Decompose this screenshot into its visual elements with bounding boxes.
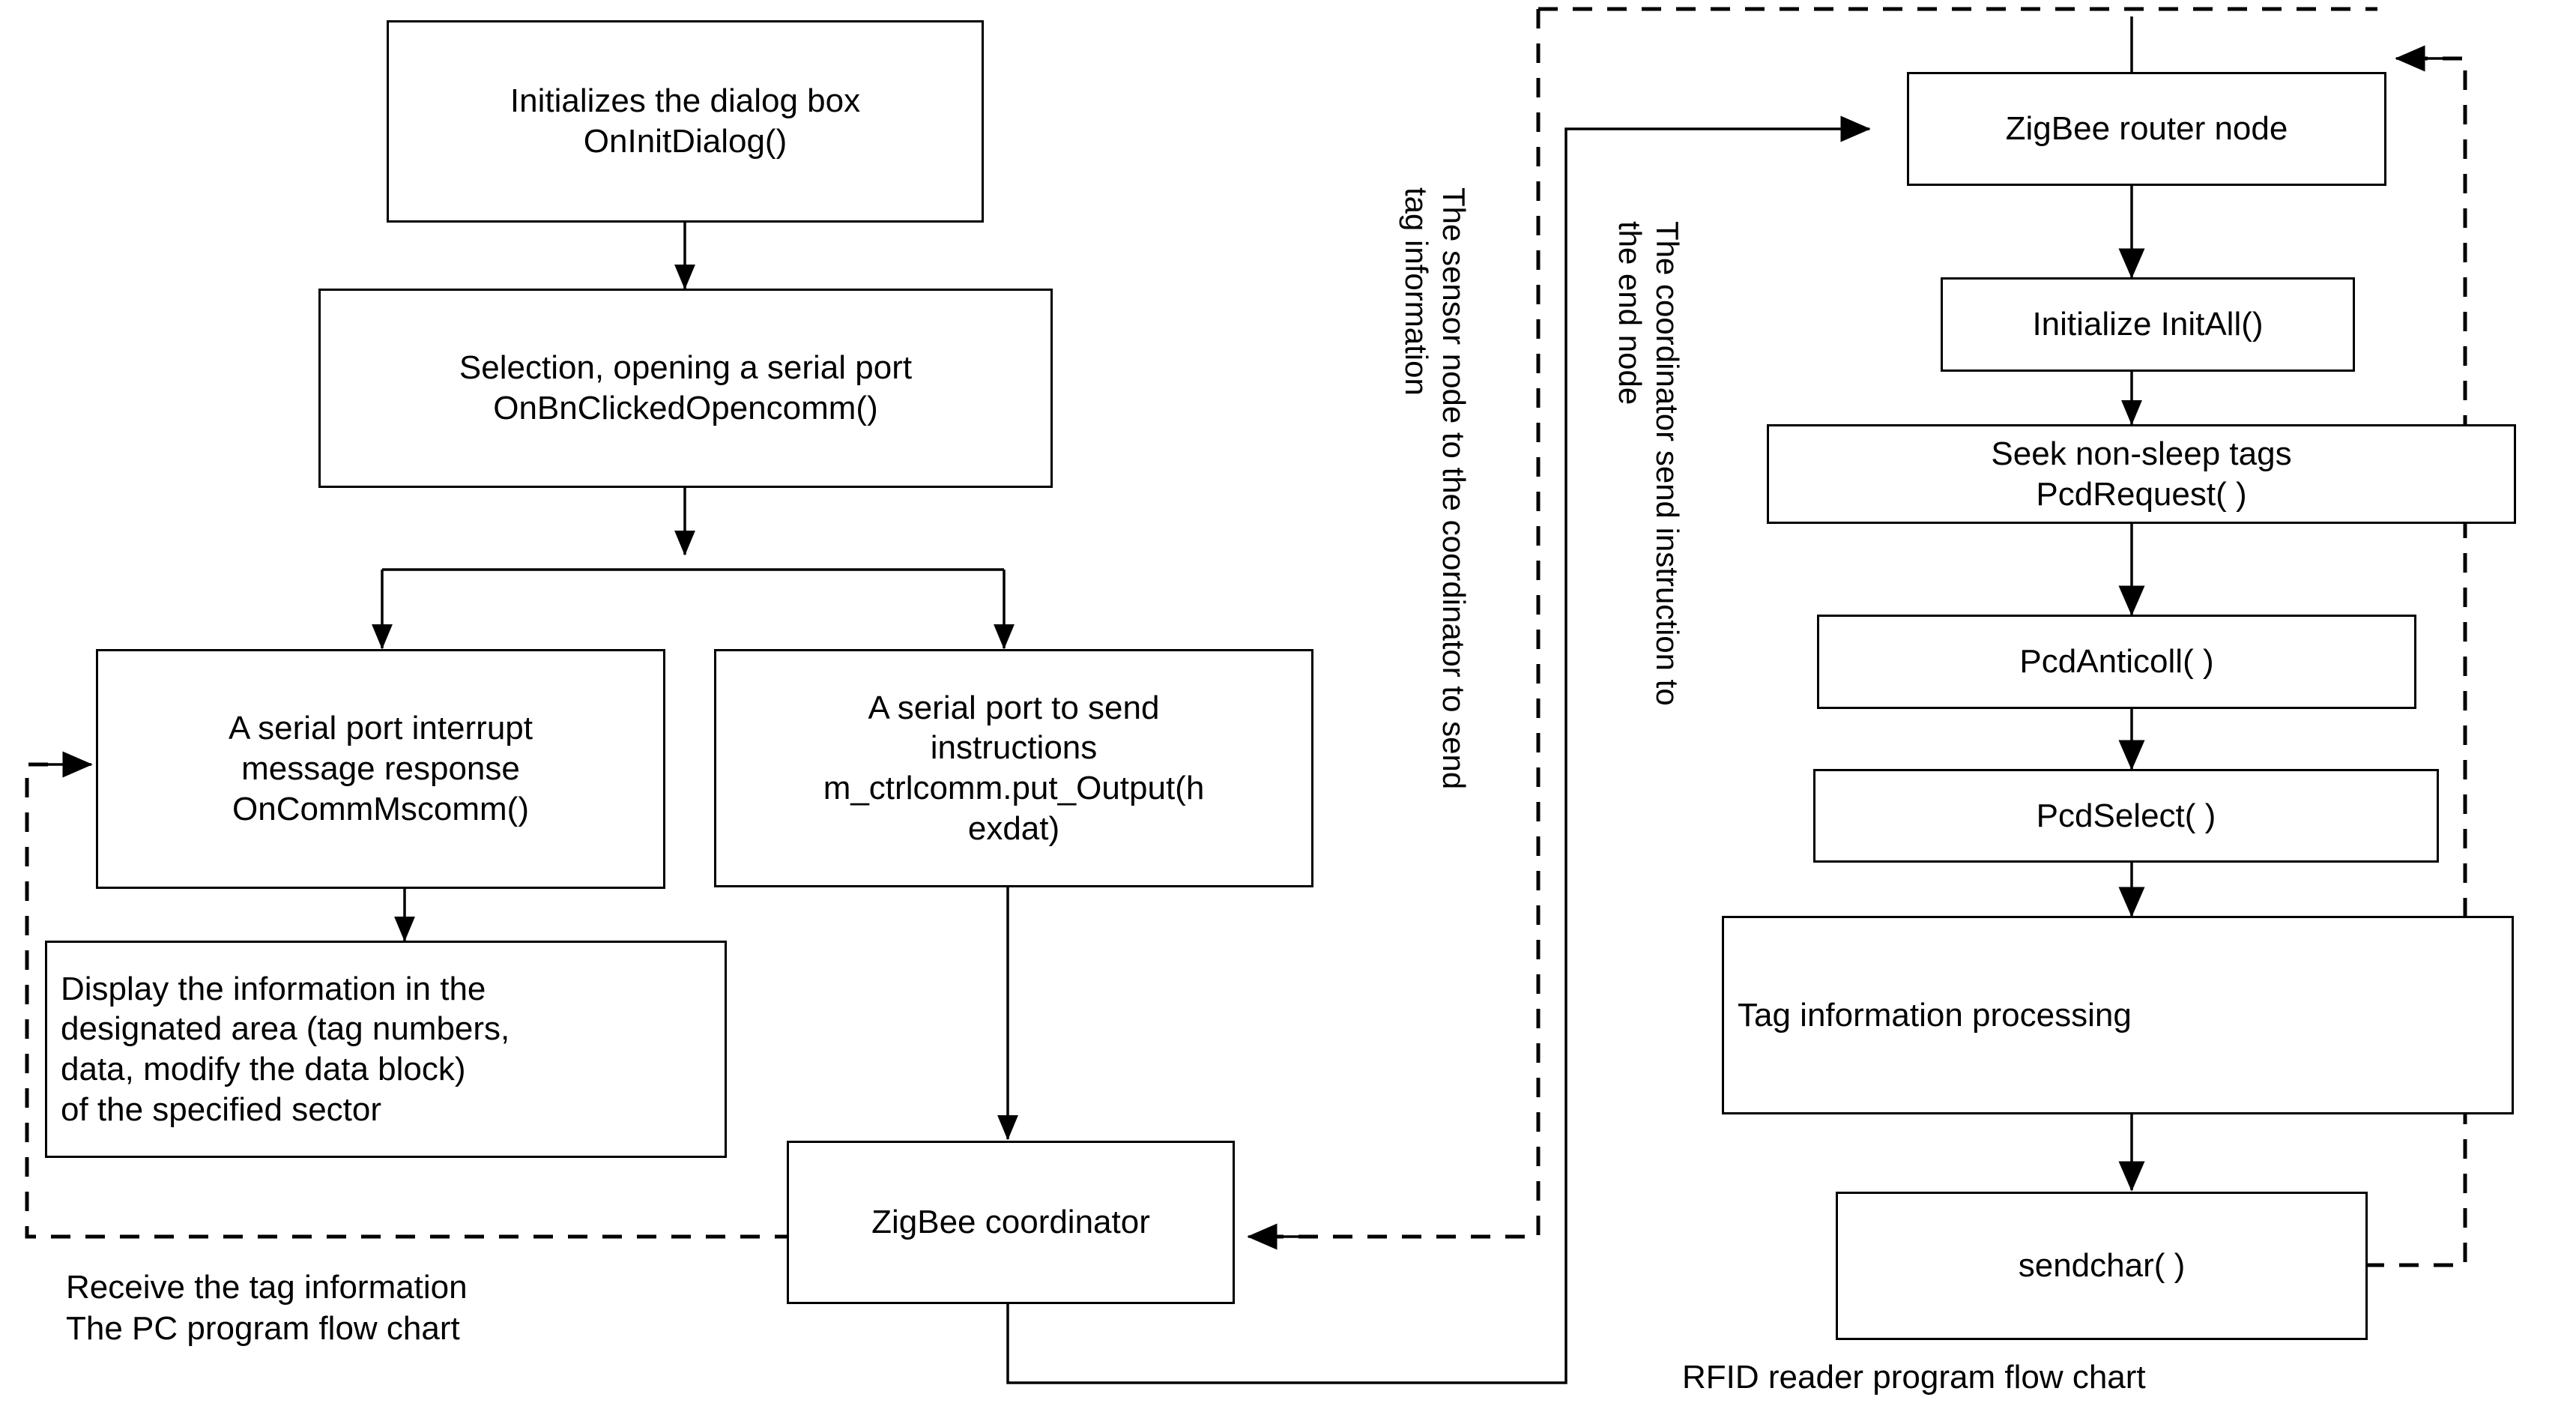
node-initialize[interactable]: Initialize InitAll()	[1941, 277, 2355, 372]
vlabel-sensor-to-coordinator: The sensor node to the coordinator to se…	[1398, 187, 1472, 790]
caption-rfid-flow-chart: RFID reader program flow chart	[1682, 1359, 2146, 1396]
node-sendchar[interactable]: sendchar( )	[1836, 1192, 2368, 1340]
vlabel-coordinator-to-endnode: The coordinator send instruction to the …	[1612, 221, 1685, 706]
node-open-serial[interactable]: Selection, opening a serial port OnBnCli…	[318, 289, 1053, 488]
node-zigbee-coordinator[interactable]: ZigBee coordinator	[787, 1141, 1235, 1304]
node-seek-tags[interactable]: Seek non-sleep tags PcdRequest( )	[1767, 424, 2516, 524]
node-zigbee-router[interactable]: ZigBee router node	[1907, 72, 2386, 186]
node-serial-irq[interactable]: A serial port interrupt message response…	[96, 649, 665, 889]
node-select[interactable]: PcdSelect( )	[1813, 769, 2439, 863]
edge-open-to-split	[372, 487, 1015, 650]
node-tag-processing[interactable]: Tag information processing	[1722, 916, 2514, 1114]
caption-pc-flow-chart: Receive the tag information The PC progr…	[66, 1269, 468, 1347]
node-serial-send[interactable]: A serial port to send instructions m_ctr…	[714, 649, 1313, 887]
node-init-dialog[interactable]: Initializes the dialog box OnInitDialog(…	[387, 20, 984, 223]
node-anticoll[interactable]: PcdAnticoll( )	[1817, 615, 2416, 709]
node-display-info[interactable]: Display the information in the designate…	[45, 941, 727, 1158]
